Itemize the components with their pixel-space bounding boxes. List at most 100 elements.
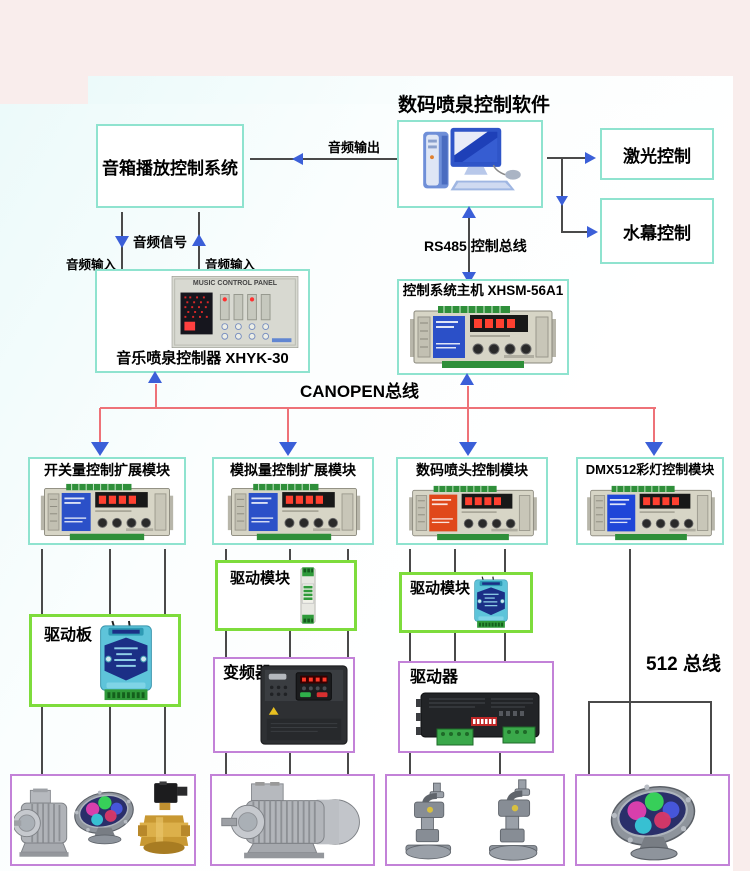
stepper-driver-image xyxy=(414,689,546,747)
inverter-label: 变频器 xyxy=(223,665,272,682)
module-nozzle-plc-image xyxy=(404,485,542,541)
arrow-down-icon xyxy=(645,442,663,456)
module-switch-plc-image xyxy=(36,483,178,541)
inverter-box: 变频器 xyxy=(213,657,355,753)
drive-module-nozzle-label: 驱动模块 xyxy=(410,580,471,597)
dmx-light-box xyxy=(575,774,730,866)
module-switch-label: 开关量控制扩展模块 xyxy=(44,462,170,478)
wire xyxy=(225,631,227,657)
driver-unit-box: 驱动器 xyxy=(398,661,554,753)
nozzle-image xyxy=(479,778,551,862)
wire xyxy=(454,549,456,572)
led-light-image xyxy=(583,776,723,862)
drive-module-nozzle-box: 驱动模块 xyxy=(399,572,533,633)
wire xyxy=(109,549,111,614)
arrow-down-icon xyxy=(459,442,477,456)
module-analog-label: 模拟量控制扩展模块 xyxy=(230,462,356,478)
arrow-down-icon xyxy=(91,442,109,456)
motor-image xyxy=(215,782,369,862)
wire xyxy=(41,549,43,614)
wire xyxy=(409,549,411,572)
module-analog-plc-image xyxy=(222,483,366,541)
water-line xyxy=(561,231,587,233)
wire xyxy=(289,631,291,657)
dmx-branch-left xyxy=(588,701,590,774)
bus-riser-host xyxy=(467,386,469,408)
bus-riser-music xyxy=(155,384,157,408)
dmx-branch-top xyxy=(588,701,712,703)
arrow-down-icon xyxy=(115,236,129,248)
music-panel-image: MUSIC CONTROL PANEL xyxy=(169,276,301,348)
host-label: 控制系统主机 XHSM-56A1 xyxy=(402,283,564,298)
canopen-bus-line xyxy=(100,407,656,409)
canopen-label: CANOPEN总线 xyxy=(300,382,420,401)
arrow-right-icon xyxy=(587,226,598,238)
music-panel-title: MUSIC CONTROL PANEL xyxy=(192,280,278,287)
wire xyxy=(347,631,349,657)
speaker-system-box: 音箱播放控制系统 xyxy=(96,124,244,208)
wire xyxy=(225,753,227,774)
pump-motor-box xyxy=(210,774,375,866)
arrow-up-icon xyxy=(462,206,476,218)
drive-module-analog-label: 驱动模块 xyxy=(230,570,291,587)
wire xyxy=(225,549,227,560)
digital-nozzles-box xyxy=(385,774,565,866)
computer-image xyxy=(411,124,531,204)
module-switch-box: 开关量控制扩展模块 xyxy=(28,457,186,545)
din-module-image xyxy=(296,566,320,625)
bus-drop-3 xyxy=(467,408,469,452)
wire xyxy=(409,633,411,661)
motor-image xyxy=(14,788,74,860)
host-box: 控制系统主机 XHSM-56A1 xyxy=(397,279,569,375)
laser-line xyxy=(547,157,585,159)
bus-drop-2 xyxy=(287,408,289,452)
led-light-image xyxy=(70,780,138,850)
io-module-image xyxy=(466,576,516,629)
audio-signal-label: 音频信号 xyxy=(133,235,187,250)
driver-board-label: 驱动板 xyxy=(44,627,93,644)
wire xyxy=(41,707,43,774)
arrow-down-icon xyxy=(279,442,297,456)
dmx512-bus-label: 512 总线 xyxy=(646,654,721,675)
dmx-branch-right xyxy=(710,701,712,774)
wire xyxy=(109,707,111,774)
wire xyxy=(454,633,456,661)
wire xyxy=(409,753,411,774)
arrow-down-icon xyxy=(556,196,568,206)
module-analog-box: 模拟量控制扩展模块 xyxy=(212,457,374,545)
arrow-up-icon xyxy=(148,371,162,383)
arrow-up-icon xyxy=(192,234,206,246)
arrow-left-icon xyxy=(292,153,303,165)
audio-output-label: 音频输出 xyxy=(328,140,381,155)
nozzle-image xyxy=(399,780,461,862)
arrow-up-icon xyxy=(460,373,474,385)
module-nozzle-label: 数码喷头控制模块 xyxy=(416,462,528,478)
music-controller-label: 音乐喷泉控制器 XHYK-30 xyxy=(116,349,289,367)
rs485-line xyxy=(468,212,470,280)
wire xyxy=(499,753,501,774)
audio-input-left-label: 音频输入 xyxy=(66,258,117,272)
audio-output-line xyxy=(250,158,397,160)
laser-control-box: 激光控制 xyxy=(600,128,714,180)
arrow-right-icon xyxy=(585,152,596,164)
bus-drop-1 xyxy=(99,408,101,452)
dmx-wire-center xyxy=(629,549,631,774)
module-dmx512-plc-image xyxy=(584,485,718,541)
page-title: 数码喷泉控制软件 xyxy=(398,95,551,116)
driver-board-box: 驱动板 xyxy=(29,614,181,707)
audio-input-right-label: 音频输入 xyxy=(205,258,256,272)
wire xyxy=(347,753,349,774)
host-plc-image xyxy=(404,305,562,369)
wire xyxy=(164,707,166,774)
wire xyxy=(347,549,349,560)
module-dmx512-label: DMX512彩灯控制模块 xyxy=(585,462,715,477)
bus-drop-4 xyxy=(653,408,655,452)
water-curtain-box: 水幕控制 xyxy=(600,198,714,264)
wire xyxy=(504,633,506,661)
drive-module-analog-box: 驱动模块 xyxy=(215,560,357,631)
branch-vline xyxy=(561,157,563,233)
io-module-image xyxy=(96,620,156,702)
driver-unit-label: 驱动器 xyxy=(410,669,459,686)
wire xyxy=(289,549,291,560)
